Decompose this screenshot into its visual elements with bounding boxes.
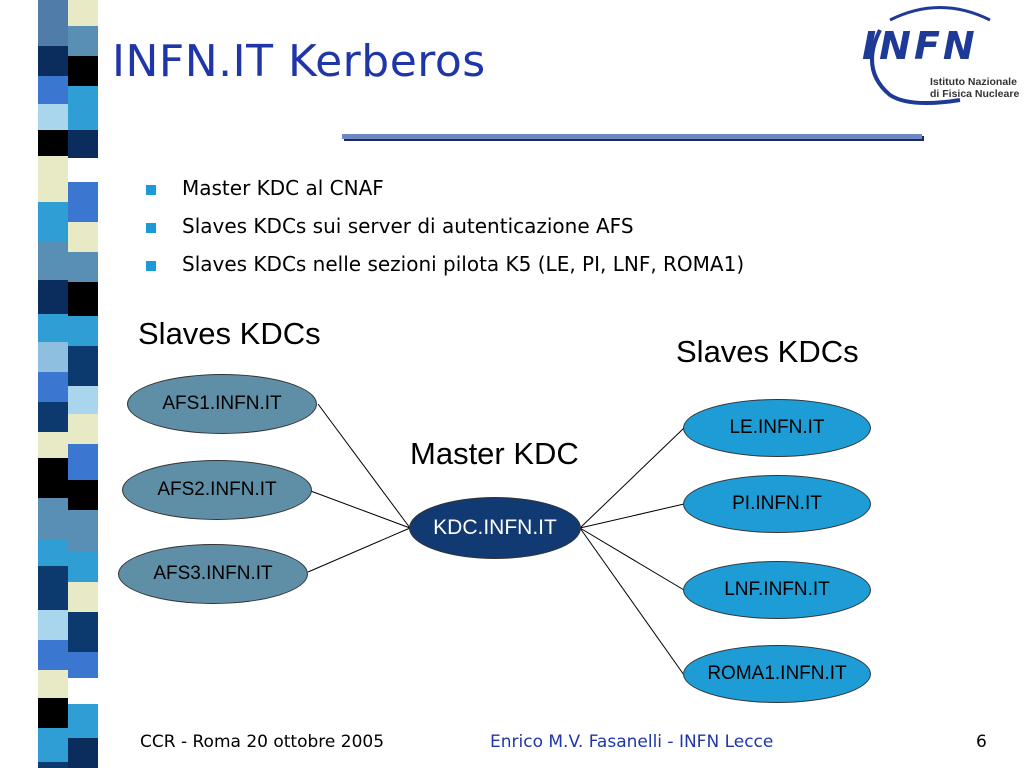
bullet-square-icon <box>146 223 156 233</box>
node-roma1: ROMA1.INFN.IT <box>683 645 871 703</box>
slide-title: INFN.IT Kerberos <box>112 36 486 87</box>
bullet-list: Master KDC al CNAF Slaves KDCs sui serve… <box>140 176 744 290</box>
label-slaves-right: Slaves KDCs <box>676 334 859 369</box>
strip-block <box>68 552 98 582</box>
strip-block <box>68 182 98 222</box>
strip-block <box>38 458 68 498</box>
strip-block <box>38 280 68 314</box>
strip-block <box>68 158 98 182</box>
bullet-item: Slaves KDCs sui server di autenticazione… <box>140 214 744 252</box>
logo-letters: INFN <box>862 24 978 68</box>
strip-block <box>38 670 68 698</box>
label-slaves-left: Slaves KDCs <box>138 316 321 351</box>
strip-block <box>38 540 68 566</box>
strip-block <box>68 252 98 282</box>
strip-block <box>68 0 98 26</box>
strip-block <box>38 202 68 242</box>
strip-block <box>38 104 68 130</box>
connector-lnf <box>579 527 685 591</box>
strip-block <box>68 652 98 678</box>
title-underline <box>342 134 922 139</box>
strip-block <box>38 46 68 76</box>
strip-block <box>68 414 98 444</box>
bullet-square-icon <box>146 261 156 271</box>
node-afs2: AFS2.INFN.IT <box>122 460 312 520</box>
logo-line-2: di Fisica Nucleare <box>930 88 1020 100</box>
connector-afs2 <box>307 489 411 529</box>
decorative-strip <box>0 0 100 768</box>
bullet-square-icon <box>146 185 156 195</box>
node-afs3: AFS3.INFN.IT <box>118 544 308 604</box>
strip-block <box>38 342 68 372</box>
logo-subtitle: Istituto Nazionale di Fisica Nucleare <box>930 76 1024 100</box>
node-afs1: AFS1.INFN.IT <box>127 374 317 434</box>
strip-block <box>68 582 98 612</box>
connector-afs1 <box>317 403 411 529</box>
bullet-item: Master KDC al CNAF <box>140 176 744 214</box>
strip-block <box>68 480 98 510</box>
strip-block <box>38 0 68 46</box>
strip-block <box>68 130 98 158</box>
strip-block <box>38 314 68 342</box>
strip-block <box>68 738 98 768</box>
connector-afs3 <box>307 527 411 573</box>
node-pi: PI.INFN.IT <box>683 475 871 533</box>
strip-block <box>38 498 68 540</box>
strip-block <box>38 156 68 202</box>
strip-block <box>68 444 98 480</box>
strip-block <box>68 678 98 704</box>
footer-date: CCR - Roma 20 ottobre 2005 <box>140 732 385 752</box>
connector-le <box>579 427 685 529</box>
strip-block <box>38 640 68 670</box>
page-number: 6 <box>976 732 987 752</box>
strip-block <box>38 76 68 104</box>
strip-block <box>38 728 68 762</box>
strip-block <box>38 242 68 280</box>
connector-roma1 <box>579 527 685 676</box>
strip-block <box>68 26 98 56</box>
infn-logo: INFN Istituto Nazionale di Fisica Nuclea… <box>850 0 1024 112</box>
footer-author: Enrico M.V. Fasanelli - INFN Lecce <box>490 732 774 752</box>
bullet-item: Slaves KDCs nelle sezioni pilota K5 (LE,… <box>140 252 744 290</box>
node-lnf: LNF.INFN.IT <box>683 561 871 619</box>
strip-block <box>68 386 98 414</box>
strip-block <box>68 56 98 86</box>
connector-pi <box>579 503 685 529</box>
strip-block <box>68 282 98 316</box>
node-master-kdc: KDC.INFN.IT <box>409 497 581 559</box>
strip-block <box>68 316 98 346</box>
strip-block <box>38 130 68 156</box>
strip-block <box>68 222 98 252</box>
strip-block <box>38 402 68 432</box>
strip-block <box>38 566 68 610</box>
strip-block <box>68 704 98 738</box>
strip-block <box>38 698 68 728</box>
strip-block <box>38 372 68 402</box>
strip-block <box>38 610 68 640</box>
node-le: LE.INFN.IT <box>683 399 871 457</box>
strip-block <box>68 346 98 386</box>
strip-block <box>68 510 98 552</box>
logo-line-1: Istituto Nazionale <box>930 76 1017 88</box>
strip-block <box>38 432 68 458</box>
strip-block <box>68 612 98 652</box>
label-master: Master KDC <box>410 436 579 471</box>
strip-block <box>68 86 98 130</box>
logo-swoosh-icon <box>870 6 991 105</box>
strip-block <box>38 762 68 768</box>
